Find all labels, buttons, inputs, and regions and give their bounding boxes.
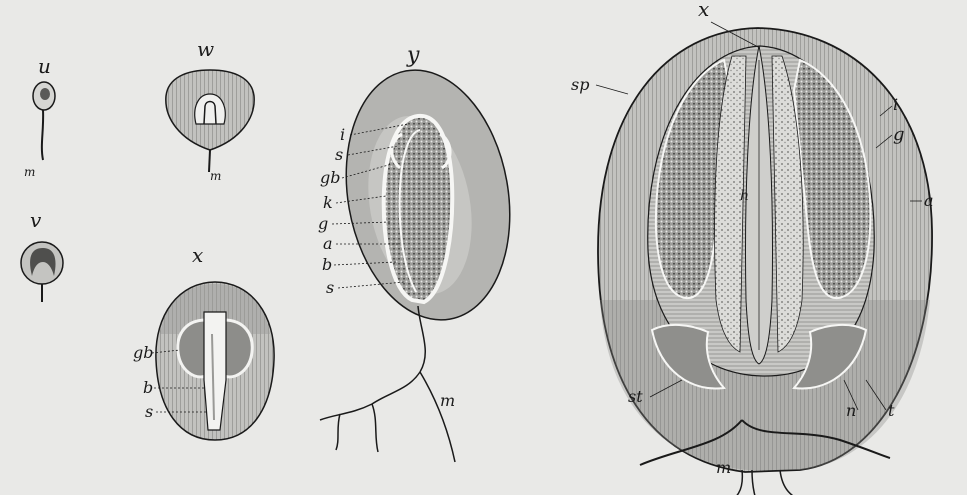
figure-large-label-h: h: [740, 188, 749, 204]
figure-u-letter: u: [38, 54, 51, 78]
figure-u-label-m: m: [24, 165, 35, 179]
figure-x-letter: x: [192, 243, 203, 267]
figure-large-label-sp: sp: [571, 75, 589, 94]
figure-y-letter: y: [406, 43, 420, 68]
figure-large-label-a: a: [924, 191, 934, 210]
figure-large-label-t: t: [888, 401, 895, 420]
figure-large: x sp i g a h st n t m: [571, 0, 934, 495]
figure-y-label-g: g: [318, 214, 328, 233]
figure-v: v: [21, 208, 63, 302]
figure-y: y i s gb k g a b s m: [318, 43, 529, 462]
figure-large-funiculus: [720, 470, 810, 495]
figure-w-letter: w: [197, 37, 214, 61]
figure-y-label-k: k: [323, 193, 333, 212]
figure-u-nucleus: [40, 88, 50, 100]
figure-large-label-m: m: [716, 458, 731, 477]
figure-x: x gb b s: [133, 243, 274, 440]
figure-u-stalk: [42, 110, 43, 160]
figure-large-label-i: i: [893, 95, 898, 114]
figure-w: w m: [166, 37, 254, 183]
figure-x-label-s: s: [145, 402, 153, 421]
figure-y-label-i: i: [340, 125, 345, 144]
figure-y-label-m: m: [440, 391, 455, 410]
figure-y-label-b: b: [322, 255, 332, 274]
figure-y-funiculus: [320, 306, 455, 462]
figure-w-nucellus: [195, 94, 225, 124]
figure-w-label-m: m: [210, 169, 221, 183]
figure-large-label-st: st: [628, 387, 643, 406]
figure-y-label-s1: s: [335, 145, 343, 164]
figure-large-label-g: g: [893, 124, 905, 145]
figure-y-label-s2: s: [326, 278, 334, 297]
figure-large-letter: x: [698, 0, 709, 21]
figure-x-central-body: [204, 312, 226, 430]
figure-x-label-gb: gb: [133, 343, 153, 362]
figure-u: u m: [24, 54, 55, 179]
figure-y-label-a: a: [323, 234, 333, 253]
figure-y-label-gb: gb: [320, 168, 340, 187]
figure-x-label-b: b: [143, 378, 153, 397]
figure-v-letter: v: [30, 208, 42, 232]
